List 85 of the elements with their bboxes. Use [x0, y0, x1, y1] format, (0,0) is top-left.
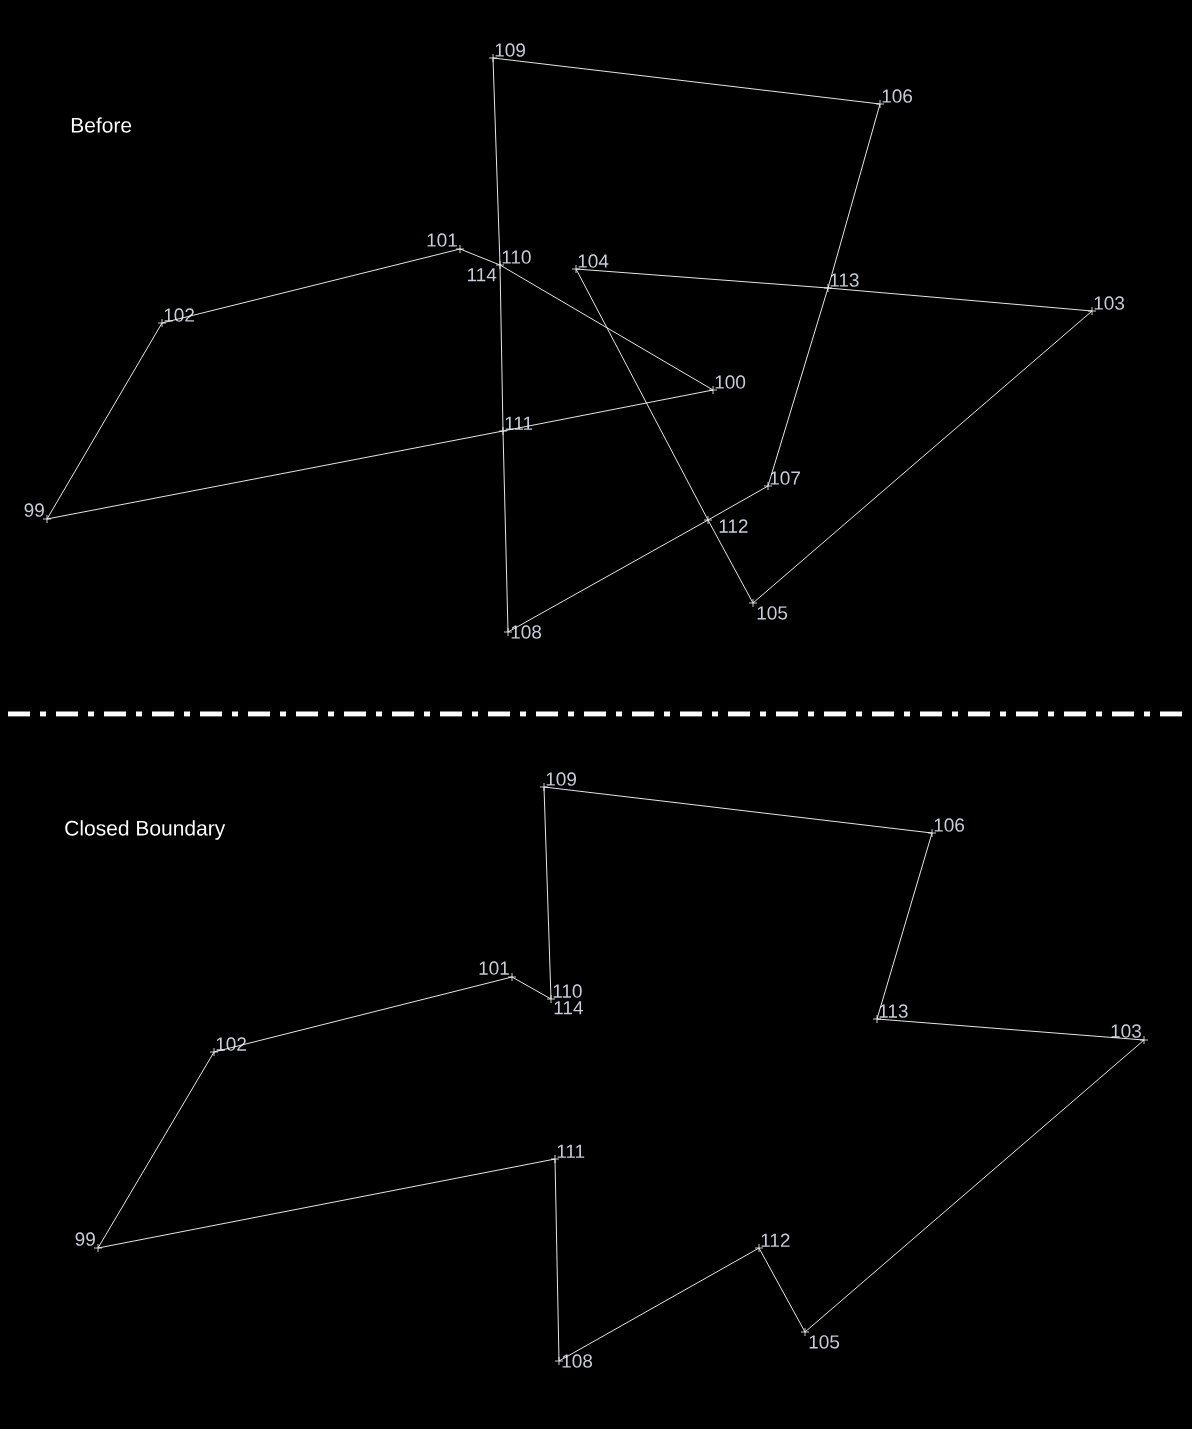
point-label: 101 — [479, 961, 509, 975]
point-label: 107 — [770, 471, 800, 485]
point-label: 112 — [761, 1233, 790, 1247]
point-label: 114 — [554, 1001, 583, 1015]
boundary-line — [752, 310, 1093, 604]
panel-heading: Closed Boundary — [65, 820, 226, 840]
point-label: 104 — [578, 254, 609, 268]
boundary-line — [707, 485, 769, 521]
boundary-line — [492, 57, 501, 266]
point-label: 102 — [216, 1037, 246, 1051]
boundary-line — [543, 786, 933, 834]
panel-heading: Before — [71, 117, 132, 133]
point-label: 113 — [830, 273, 859, 287]
point-marker — [875, 89, 913, 109]
point-marker — [748, 598, 788, 620]
point-marker — [872, 1004, 908, 1024]
point-label: 106 — [882, 89, 913, 103]
point-label: 103 — [1111, 1024, 1141, 1038]
boundary-line — [558, 1247, 760, 1362]
point-label: 101 — [427, 233, 457, 247]
point-label: 111 — [557, 1144, 585, 1158]
boundary-line — [502, 389, 714, 432]
point-label: 99 — [24, 503, 44, 517]
boundary-line — [543, 786, 552, 1000]
boundary-line — [767, 287, 829, 487]
point-label: 109 — [546, 772, 576, 786]
point-label: 102 — [164, 308, 194, 322]
point-label: 109 — [495, 43, 525, 57]
point-marker — [708, 375, 746, 395]
point-marker — [157, 308, 194, 328]
point-marker — [571, 254, 609, 274]
boundary-line — [758, 1247, 806, 1333]
boundary-line — [554, 1158, 560, 1362]
boundary-line — [507, 519, 709, 633]
point-label: 105 — [757, 606, 788, 620]
boundary-line — [827, 287, 1093, 312]
point-label: 103 — [1094, 296, 1125, 310]
point-label: 112 — [719, 519, 748, 533]
point-label: 110 — [553, 984, 582, 998]
boundary-line — [804, 1039, 1145, 1333]
boundary-line — [46, 322, 163, 520]
point-marker — [427, 233, 465, 254]
point-marker — [754, 1233, 790, 1253]
point-marker — [554, 1354, 593, 1368]
boundary-line — [213, 976, 513, 1053]
point-marker — [927, 818, 965, 838]
boundary-line — [575, 268, 709, 521]
boundary-line — [707, 519, 754, 604]
point-marker — [1087, 296, 1125, 316]
point-label: 110 — [502, 250, 531, 264]
boundary-line — [499, 264, 714, 391]
boundary-line — [97, 1051, 215, 1249]
boundary-line — [876, 1018, 1145, 1041]
point-label: 111 — [505, 416, 533, 430]
boundary-line — [459, 248, 501, 266]
point-marker — [1111, 1024, 1149, 1045]
boundary-line — [97, 1158, 556, 1249]
point-marker — [75, 1232, 103, 1253]
point-label: 108 — [562, 1354, 593, 1368]
point-label: 100 — [715, 375, 746, 389]
point-marker — [209, 1037, 246, 1057]
point-label: 108 — [511, 625, 542, 639]
point-label: 99 — [75, 1232, 95, 1246]
boundary-line — [46, 430, 504, 520]
point-label: 113 — [879, 1004, 908, 1018]
point-marker — [503, 625, 542, 639]
boundary-line — [827, 103, 881, 289]
point-marker — [823, 273, 859, 293]
point-marker — [479, 961, 517, 982]
point-marker — [763, 471, 800, 491]
point-marker — [467, 250, 531, 282]
point-label: 106 — [934, 818, 965, 832]
boundary-line — [511, 976, 552, 1000]
boundary-line — [876, 832, 933, 1020]
boundary-line — [499, 264, 504, 432]
boundary-line — [502, 430, 509, 633]
point-marker — [800, 1327, 840, 1349]
point-label: 105 — [809, 1335, 840, 1349]
point-marker — [546, 984, 583, 1015]
point-marker — [703, 515, 748, 533]
boundary-line — [492, 57, 881, 105]
point-label: 114 — [467, 268, 497, 282]
boundary-line — [575, 268, 829, 289]
boundary-line — [161, 248, 461, 324]
point-marker — [24, 503, 52, 524]
